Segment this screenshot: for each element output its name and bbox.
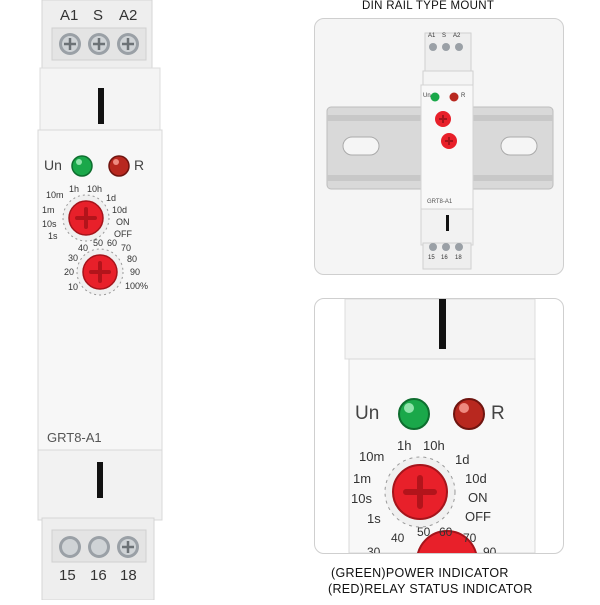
terminal-label-a1: A1	[60, 7, 79, 24]
mini-terminal-label-18: 18	[455, 255, 462, 261]
dial-label: 70	[121, 243, 132, 253]
zoom-dial-label: 1h	[397, 438, 412, 453]
dial-label: 100%	[125, 281, 149, 291]
relay-main-illustration	[37, 0, 163, 601]
zoom-dial-label: OFF	[465, 509, 491, 524]
mini-model-label: GRT8-A1	[427, 199, 453, 205]
terminal-label-s: S	[93, 7, 104, 24]
zoom-dial-label: 60	[439, 525, 453, 539]
terminal-screw-icon	[88, 536, 110, 558]
dial-label: 1m	[42, 205, 55, 215]
din-rail-panel: A1 S A2 Un R GRT8-A1 15 16 18	[314, 18, 564, 275]
zoom-power-label: Un	[355, 403, 380, 424]
mini-terminal-label-a1: A1	[428, 33, 436, 39]
dial-label: 1h	[69, 184, 80, 194]
power-indicator-label: Un	[44, 157, 62, 173]
zoom-relay-label: R	[491, 403, 505, 424]
dial-label: 20	[64, 267, 75, 277]
relay-indicator-label: R	[134, 157, 145, 173]
zoom-dial-label: 1s	[367, 511, 381, 526]
zoom-dial-label: 40	[391, 531, 405, 545]
dial-label: 10m	[46, 190, 64, 200]
mount-title: DIN RAIL TYPE MOUNT	[362, 0, 495, 12]
mini-terminal-label-15: 15	[428, 255, 435, 261]
terminal-screw-icon	[59, 33, 81, 55]
zoom-dial-label: 10s	[351, 491, 372, 506]
dial-label: 90	[130, 267, 141, 277]
zoom-dial-label: ON	[468, 490, 488, 505]
model-label: GRT8-A1	[47, 430, 102, 445]
dial-label: 30	[68, 253, 79, 263]
dial-label: 1s	[48, 231, 58, 241]
dial-label: 1d	[106, 193, 117, 203]
zoom-dial-label: 90	[483, 545, 497, 554]
red-indicator-caption: (RED)RELAY STATUS INDICATOR	[328, 582, 533, 596]
terminal-label-18: 18	[120, 567, 137, 584]
terminal-label-16: 16	[90, 567, 107, 584]
zoom-dial-label: 50	[417, 525, 431, 539]
dial-label: 60	[107, 238, 118, 248]
terminal-screw-icon	[88, 33, 110, 55]
dial-label: 80	[127, 254, 138, 264]
dial-label: OFF	[114, 229, 132, 239]
indicator-zoom-panel: Un R 1s 10s 1m 10m 1h 10h 1d 10d ON OFF …	[314, 298, 564, 554]
relay-main-view: A1 S A2 Un R 1s 10s 1m 10m 1h 10h 1d 10d…	[0, 0, 300, 601]
mini-terminal-label-16: 16	[441, 255, 448, 261]
mini-terminal-label-a2: A2	[453, 33, 461, 39]
mini-terminal-label-s: S	[442, 33, 447, 39]
zoom-dial-label: 1d	[455, 452, 470, 467]
indicator-zoom-illustration	[344, 299, 536, 553]
terminal-label-a2: A2	[119, 7, 138, 24]
mini-power-label: Un	[423, 93, 431, 99]
mini-relay-label: R	[461, 93, 466, 99]
terminal-screw-icon	[117, 536, 139, 558]
zoom-dial-label: 30	[367, 545, 381, 554]
zoom-dial-label: 70	[463, 531, 477, 545]
terminal-screw-icon	[117, 33, 139, 55]
terminal-label-15: 15	[59, 567, 76, 584]
zoom-dial-label: 10m	[359, 449, 385, 464]
dial-label: 40	[78, 243, 89, 253]
dial-label: 10h	[87, 184, 103, 194]
dial-label: ON	[116, 217, 130, 227]
dial-label: 10d	[112, 205, 128, 215]
terminal-screw-icon	[59, 536, 81, 558]
dial-label: 10	[68, 282, 79, 292]
dial-label: 50	[93, 238, 104, 248]
zoom-dial-label: 10h	[423, 438, 445, 453]
zoom-dial-label: 10d	[465, 471, 487, 486]
zoom-dial-label: 1m	[353, 471, 372, 486]
green-indicator-caption: (GREEN)POWER INDICATOR	[331, 566, 509, 580]
din-rail-illustration	[326, 32, 554, 270]
dial-label: 10s	[42, 219, 57, 229]
